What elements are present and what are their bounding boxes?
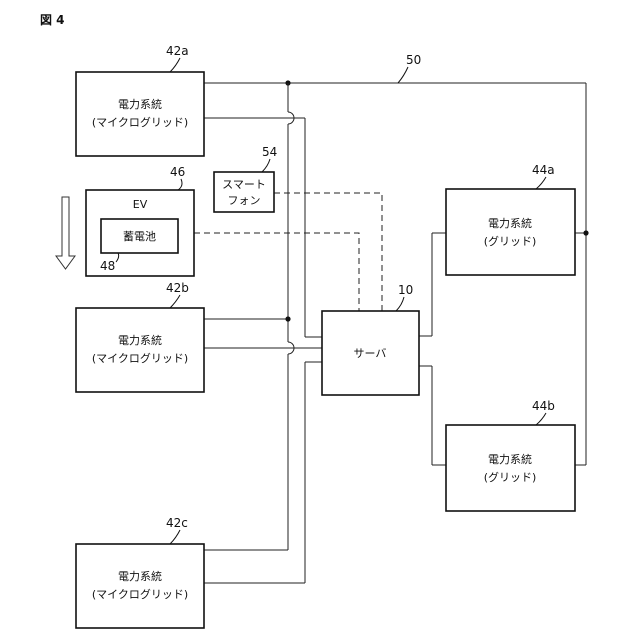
microgrid-42c-line1: 電力系統 (118, 569, 162, 583)
grid-44b-line1: 電力系統 (488, 452, 532, 466)
microgrid-42b-ref: 42b (166, 281, 189, 295)
microgrid-42a-line1: 電力系統 (118, 97, 162, 111)
microgrid-42a-ref: 42a (166, 44, 189, 58)
grid-44b-ref: 44b (532, 399, 555, 413)
microgrid-42a: 電力系統 (マイクログリッド) 42a (76, 44, 204, 156)
smartphone-ref: 54 (262, 145, 277, 159)
junction-dot (583, 230, 588, 235)
power-line-50-label: 50 (398, 53, 421, 83)
grid-44b: 電力系統 (グリッド) 44b (446, 399, 575, 511)
microgrid-42a-line2: (マイクログリッド) (92, 115, 188, 129)
microgrid-42c-ref: 42c (166, 516, 188, 530)
microgrid-42b-line1: 電力系統 (118, 333, 162, 347)
server-10: サーバ 10 (322, 283, 419, 395)
ev-label: EV (133, 198, 148, 211)
grid-44b-line2: (グリッド) (484, 470, 537, 484)
ev-46: EV 蓄電池 46 48 (86, 165, 194, 276)
smartphone-line1: スマート (222, 178, 266, 191)
smartphone-54: スマート フォン 54 (214, 145, 277, 212)
junction-dot (285, 316, 290, 321)
microgrid-42b-line2: (マイクログリッド) (92, 351, 188, 365)
grid-44a-ref: 44a (532, 163, 555, 177)
microgrid-42c: 電力系統 (マイクログリッド) 42c (76, 516, 204, 628)
server-ref: 10 (398, 283, 413, 297)
battery-ref: 48 (100, 259, 115, 273)
figure-title: 図 4 (40, 13, 65, 27)
server-label: サーバ (354, 347, 387, 360)
grid-44a: 電力系統 (グリッド) 44a (446, 163, 575, 275)
power-line-ref: 50 (406, 53, 421, 67)
battery-label: 蓄電池 (123, 230, 156, 243)
ev-movement-arrow (56, 197, 75, 269)
microgrid-42c-line2: (マイクログリッド) (92, 587, 188, 601)
grid-44a-line2: (グリッド) (484, 234, 537, 248)
smartphone-line2: フォン (228, 194, 261, 207)
ev-ref: 46 (170, 165, 185, 179)
microgrid-42b: 電力系統 (マイクログリッド) 42b (76, 281, 204, 392)
grid-44a-line1: 電力系統 (488, 216, 532, 230)
